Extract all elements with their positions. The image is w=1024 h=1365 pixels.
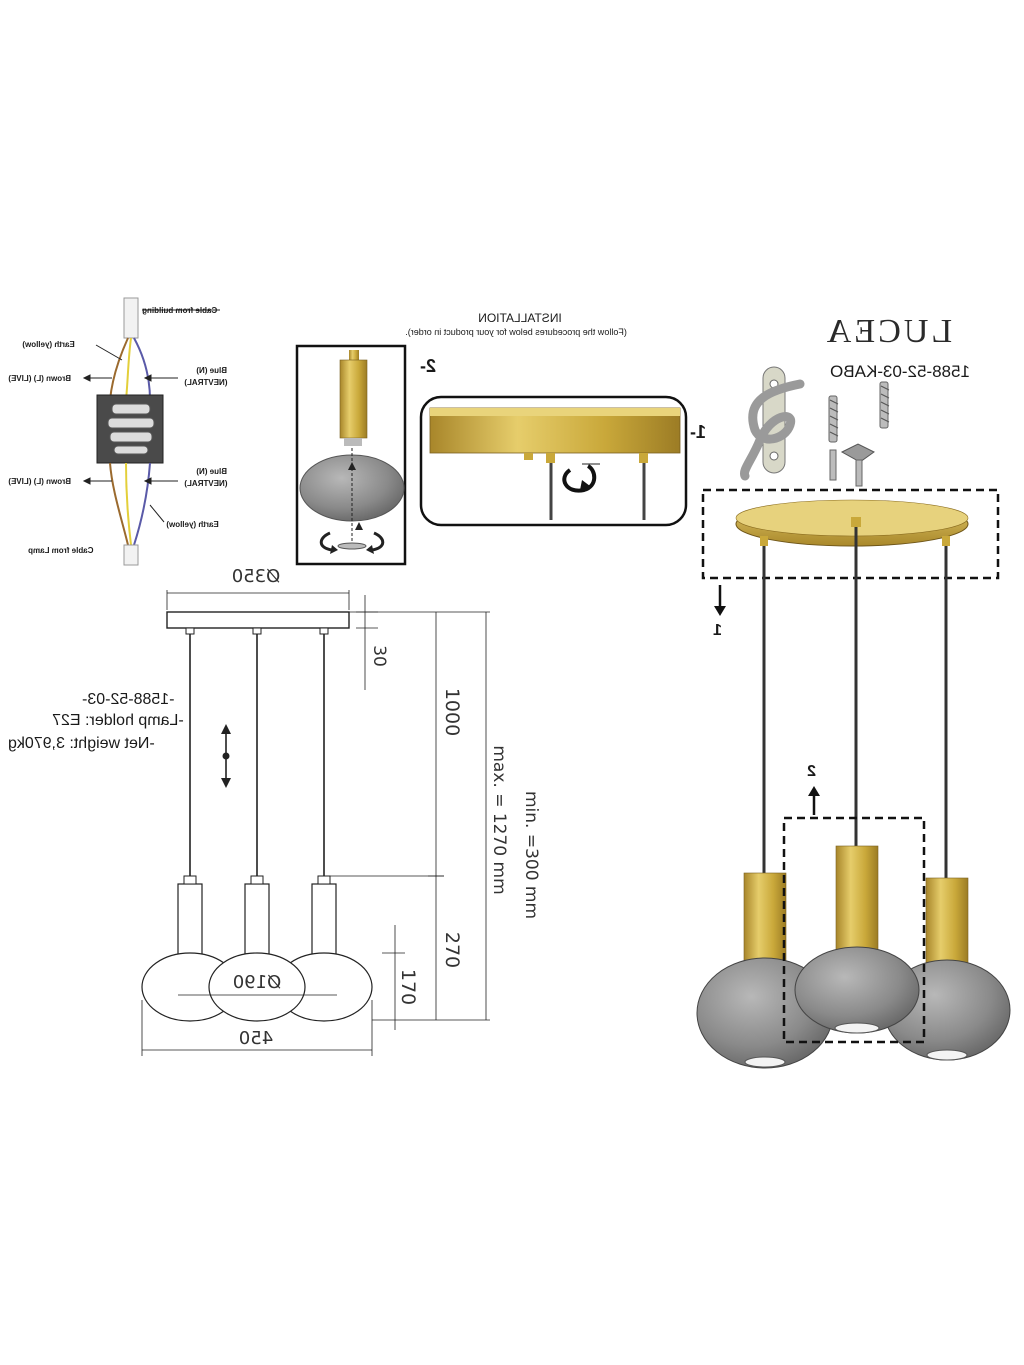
- spec-net-weight: -Net weight: 3,970kg: [8, 735, 155, 752]
- wiring-blue-bottom-label: Blue (N): [196, 467, 227, 476]
- spec-lamp-holder: -Lamp holder: E27: [52, 712, 184, 729]
- step2-label: 2-: [420, 356, 436, 376]
- wiring-brown-top-label: Brown (L) (LIVE): [8, 374, 71, 383]
- technical-drawing: [141, 590, 490, 1056]
- pendant-3d-view: 1 2: [696, 488, 1011, 1069]
- dim-pendant-height: 270: [441, 932, 463, 968]
- wiring-blue-top-label: Blue (N): [196, 366, 227, 375]
- arrow1-label: 1: [713, 622, 722, 639]
- brand-block: LUCEA 1588-52-03-KABO: [824, 313, 970, 381]
- wiring-cable-building-label: Cable from building: [142, 306, 217, 315]
- wiring-cable-lamp-label: Cable from Lamp: [28, 546, 93, 555]
- spec-code: -1588-52-03-: [82, 691, 175, 708]
- wiring-earth-bottom-label: Earth (yellow): [166, 520, 219, 529]
- dim-canopy-diameter: Ø350: [232, 566, 281, 587]
- dim-range-min: min. =300 mm: [521, 791, 541, 919]
- dim-glass-diameter: Ø190: [233, 972, 282, 993]
- installation-header: INSTALLATION (Follow the procedures belo…: [405, 311, 627, 337]
- dim-cable-length: 1000: [441, 688, 463, 736]
- wiring-neutral-bottom-label: (NEVTRAL): [184, 479, 227, 488]
- dim-canopy-height: 30: [369, 645, 389, 667]
- dim-glass-height: 170: [397, 969, 419, 1005]
- wiring-earth-top-label: Earth (yellow): [22, 340, 75, 349]
- step1-diagram: 1-: [419, 395, 706, 527]
- dim-total-width: 450: [239, 1028, 273, 1049]
- wiring-neutral-top-label: (NEVTRAL): [184, 378, 227, 387]
- brand-code: 1588-52-03-KABO: [830, 362, 970, 381]
- specs-block: -1588-52-03- -Lamp holder: E27 -Net weig…: [8, 691, 184, 752]
- step1-label: 1-: [690, 422, 706, 442]
- step2-diagram: 2-: [295, 344, 436, 566]
- brand-name: LUCEA: [824, 313, 952, 350]
- installation-subtitle: (Follow the procedures below for your pr…: [405, 327, 627, 337]
- installation-title: INSTALLATION: [478, 311, 562, 325]
- wiring-brown-bottom-label: Brown (L) (LIVE): [8, 477, 71, 486]
- dim-range-max: max. = 1270 mm: [489, 745, 509, 894]
- fixing-hardware-icon: [740, 366, 890, 487]
- wiring-diagram: Cable from building Earth (yellow) Brown…: [8, 297, 227, 566]
- arrow2-label: 2: [807, 763, 816, 780]
